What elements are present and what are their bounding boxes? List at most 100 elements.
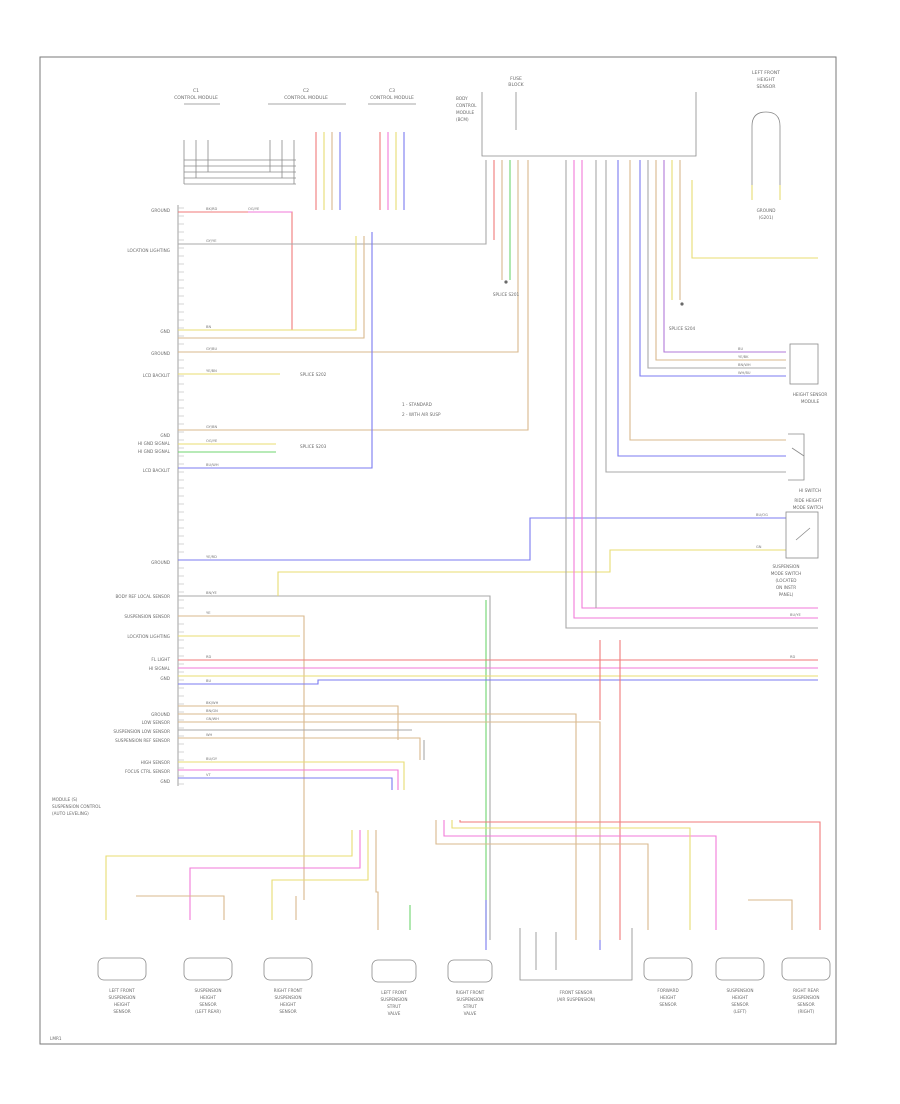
wire-label: BN/GN (206, 709, 218, 713)
left-suspension-height-sensor: SUSPENSION HEIGHT SENSOR (LEFT) (715, 957, 765, 1014)
component-label: SENSOR (659, 1002, 676, 1007)
wire-label: BU/WH (206, 463, 219, 467)
component-label: LEFT FRONT (109, 988, 135, 993)
left-front-height-sensor: LEFT FRONT SUSPENSION HEIGHT SENSOR (97, 957, 147, 1014)
component-label: (AIR SUSPENSION) (557, 997, 596, 1002)
top-module-subtitle: BLOCK (508, 82, 524, 88)
pin-label: GROUND (151, 208, 170, 213)
wire-label: GY/BN (206, 425, 217, 429)
mode-switch-desc: SUSPENSION (772, 564, 799, 569)
pin-label: HIGH SENSOR (141, 760, 170, 765)
component-label: HEIGHT (114, 1002, 130, 1007)
top-module-title: FUSE (510, 76, 522, 82)
component-label: FORWARD (657, 988, 678, 993)
footer-code: LMR1 (50, 1036, 62, 1041)
component-label: SENSOR (199, 1002, 216, 1007)
component-label: HEIGHT (660, 995, 676, 1000)
mode-switch-subtitle: MODE SWITCH (793, 505, 824, 510)
top-right-sensor-line3: SENSOR (757, 84, 777, 90)
splice-label: SPLICE S203 (300, 444, 327, 449)
hi-switch-label: HI SWITCH (799, 488, 821, 493)
top-module-pin-label-2: CONTROL (456, 103, 477, 108)
wire-label: OG/YE (248, 207, 260, 211)
component-label: SENSOR (797, 1002, 814, 1007)
module-caption-1: MODULE (S) (52, 797, 78, 802)
component-label: LEFT FRONT (381, 990, 407, 995)
top-right-sensor: LEFT FRONT HEIGHT SENSOR GROUND (G201) (691, 70, 818, 259)
right-rear-suspension-sensor: RIGHT REAR SUSPENSION SENSOR (RIGHT) (781, 957, 831, 1014)
component-label: SUSPENSION (108, 995, 135, 1000)
component-label: VALVE (388, 1011, 401, 1016)
splice-label: SPLICE S204 (669, 326, 696, 331)
mode-switch-title: RIDE HEIGHT (794, 498, 822, 503)
wire-label: YE (206, 611, 211, 615)
pin-label: SUSPENSION LOW SENSOR (113, 729, 170, 734)
component-label: SUSPENSION (456, 997, 483, 1002)
left-connector-subtitle: CONTROL MODULE (174, 95, 218, 101)
top-right-ground-code: (G201) (759, 215, 774, 220)
pin-label: GROUND (151, 351, 170, 356)
pin-label: FL LIGHT (151, 657, 170, 662)
top-left-connector: C1 CONTROL MODULE (174, 88, 296, 185)
component-label: (RIGHT) (798, 1009, 815, 1014)
wire-label: RD (790, 655, 795, 659)
mode-switch-desc: ON INSTR (776, 585, 796, 590)
right-front-height-sensor: RIGHT FRONT SUSPENSION HEIGHT SENSOR (263, 957, 313, 1014)
wire-label: BU/OG (756, 513, 768, 517)
component-label: HEIGHT (280, 1002, 296, 1007)
left-wire-labels: BK/RD OG/YE GY/YE BN GY/BU YE/BN GY/BN O… (206, 207, 260, 777)
diagram-frame (39, 56, 837, 1045)
left-rear-height-sensor: SUSPENSION HEIGHT SENSOR (LEFT REAR) (183, 957, 233, 1014)
note-air-susp: 2 - WITH AIR SUSP (402, 412, 441, 417)
wire-label: OG/YE (206, 439, 218, 443)
mid-connector-code: C2 (303, 88, 309, 94)
component-label: VALVE (464, 1011, 477, 1016)
wire-label: BU (206, 679, 211, 683)
component-label: RIGHT REAR (793, 988, 819, 993)
pin-label: SUSPENSION SENSOR (124, 614, 170, 619)
wire-label: BU (738, 347, 743, 351)
pin-label: GROUND (151, 560, 170, 565)
pin-label: GND (160, 433, 170, 438)
wire-label: RD (206, 655, 211, 659)
top-right-connector: C3 CONTROL MODULE (368, 88, 416, 210)
wire-label: BN (206, 325, 211, 329)
component-label: SENSOR (279, 1009, 296, 1014)
pin-label: LCD BACKLIT (143, 373, 171, 378)
wire-label: YE/BN (206, 369, 217, 373)
pin-label: GND (160, 779, 170, 784)
pin-label: HI GND SIGNAL (138, 441, 171, 446)
wire-label: GY/YE (206, 239, 217, 243)
wire-label: GN (756, 545, 762, 549)
module-pin-labels: GROUND LOCATION LIGHTING GND GROUND LCD … (113, 208, 170, 784)
wire-label: VT (206, 773, 211, 777)
top-mid-connector: CONTROL MODULE C2 (268, 88, 346, 210)
height-module-subtitle: MODULE (801, 399, 820, 404)
component-label: (LEFT REAR) (195, 1009, 221, 1014)
top-right-sensor-title: LEFT FRONT (752, 70, 780, 76)
pin-label: GND (160, 676, 170, 681)
mode-switch-desc: MODE SWITCH (771, 571, 802, 576)
left-connector-title: C1 (193, 88, 199, 94)
right-connector-title: CONTROL MODULE (370, 95, 414, 101)
right-wire-labels: BU YE/BK BN/WH WH/BU BU/OG GN RD BU/YE (738, 347, 802, 659)
wire-label: YE/BK (738, 355, 749, 359)
component-label: STRUT (387, 1004, 401, 1009)
component-label: RIGHT FRONT (274, 988, 303, 993)
pin-label: FOCUS CTRL SENSOR (125, 769, 170, 774)
pin-label: GROUND (151, 712, 170, 717)
pin-label: GND (160, 329, 170, 334)
component-label: STRUT (463, 1004, 477, 1009)
pin-label: LOCATION LIGHTING (127, 634, 170, 639)
main-module: GROUND LOCATION LIGHTING GND GROUND LCD … (52, 205, 184, 816)
wire-label: BK/RD (206, 207, 218, 211)
splices: SPLICE S201 SPLICE S202 SPLICE S203 SPLI… (300, 280, 695, 449)
wire-label: BU/YE (790, 613, 802, 617)
mode-switch: RIDE HEIGHT MODE SWITCH SUSPENSION MODE … (771, 498, 824, 597)
mid-connector-title: CONTROL MODULE (284, 95, 328, 101)
wire-label: BU/GY (206, 757, 218, 761)
pin-label: LOCATION LIGHTING (127, 248, 170, 253)
hi-switch: HI SWITCH (788, 433, 821, 493)
mode-switch-desc: PANEL) (779, 592, 794, 597)
